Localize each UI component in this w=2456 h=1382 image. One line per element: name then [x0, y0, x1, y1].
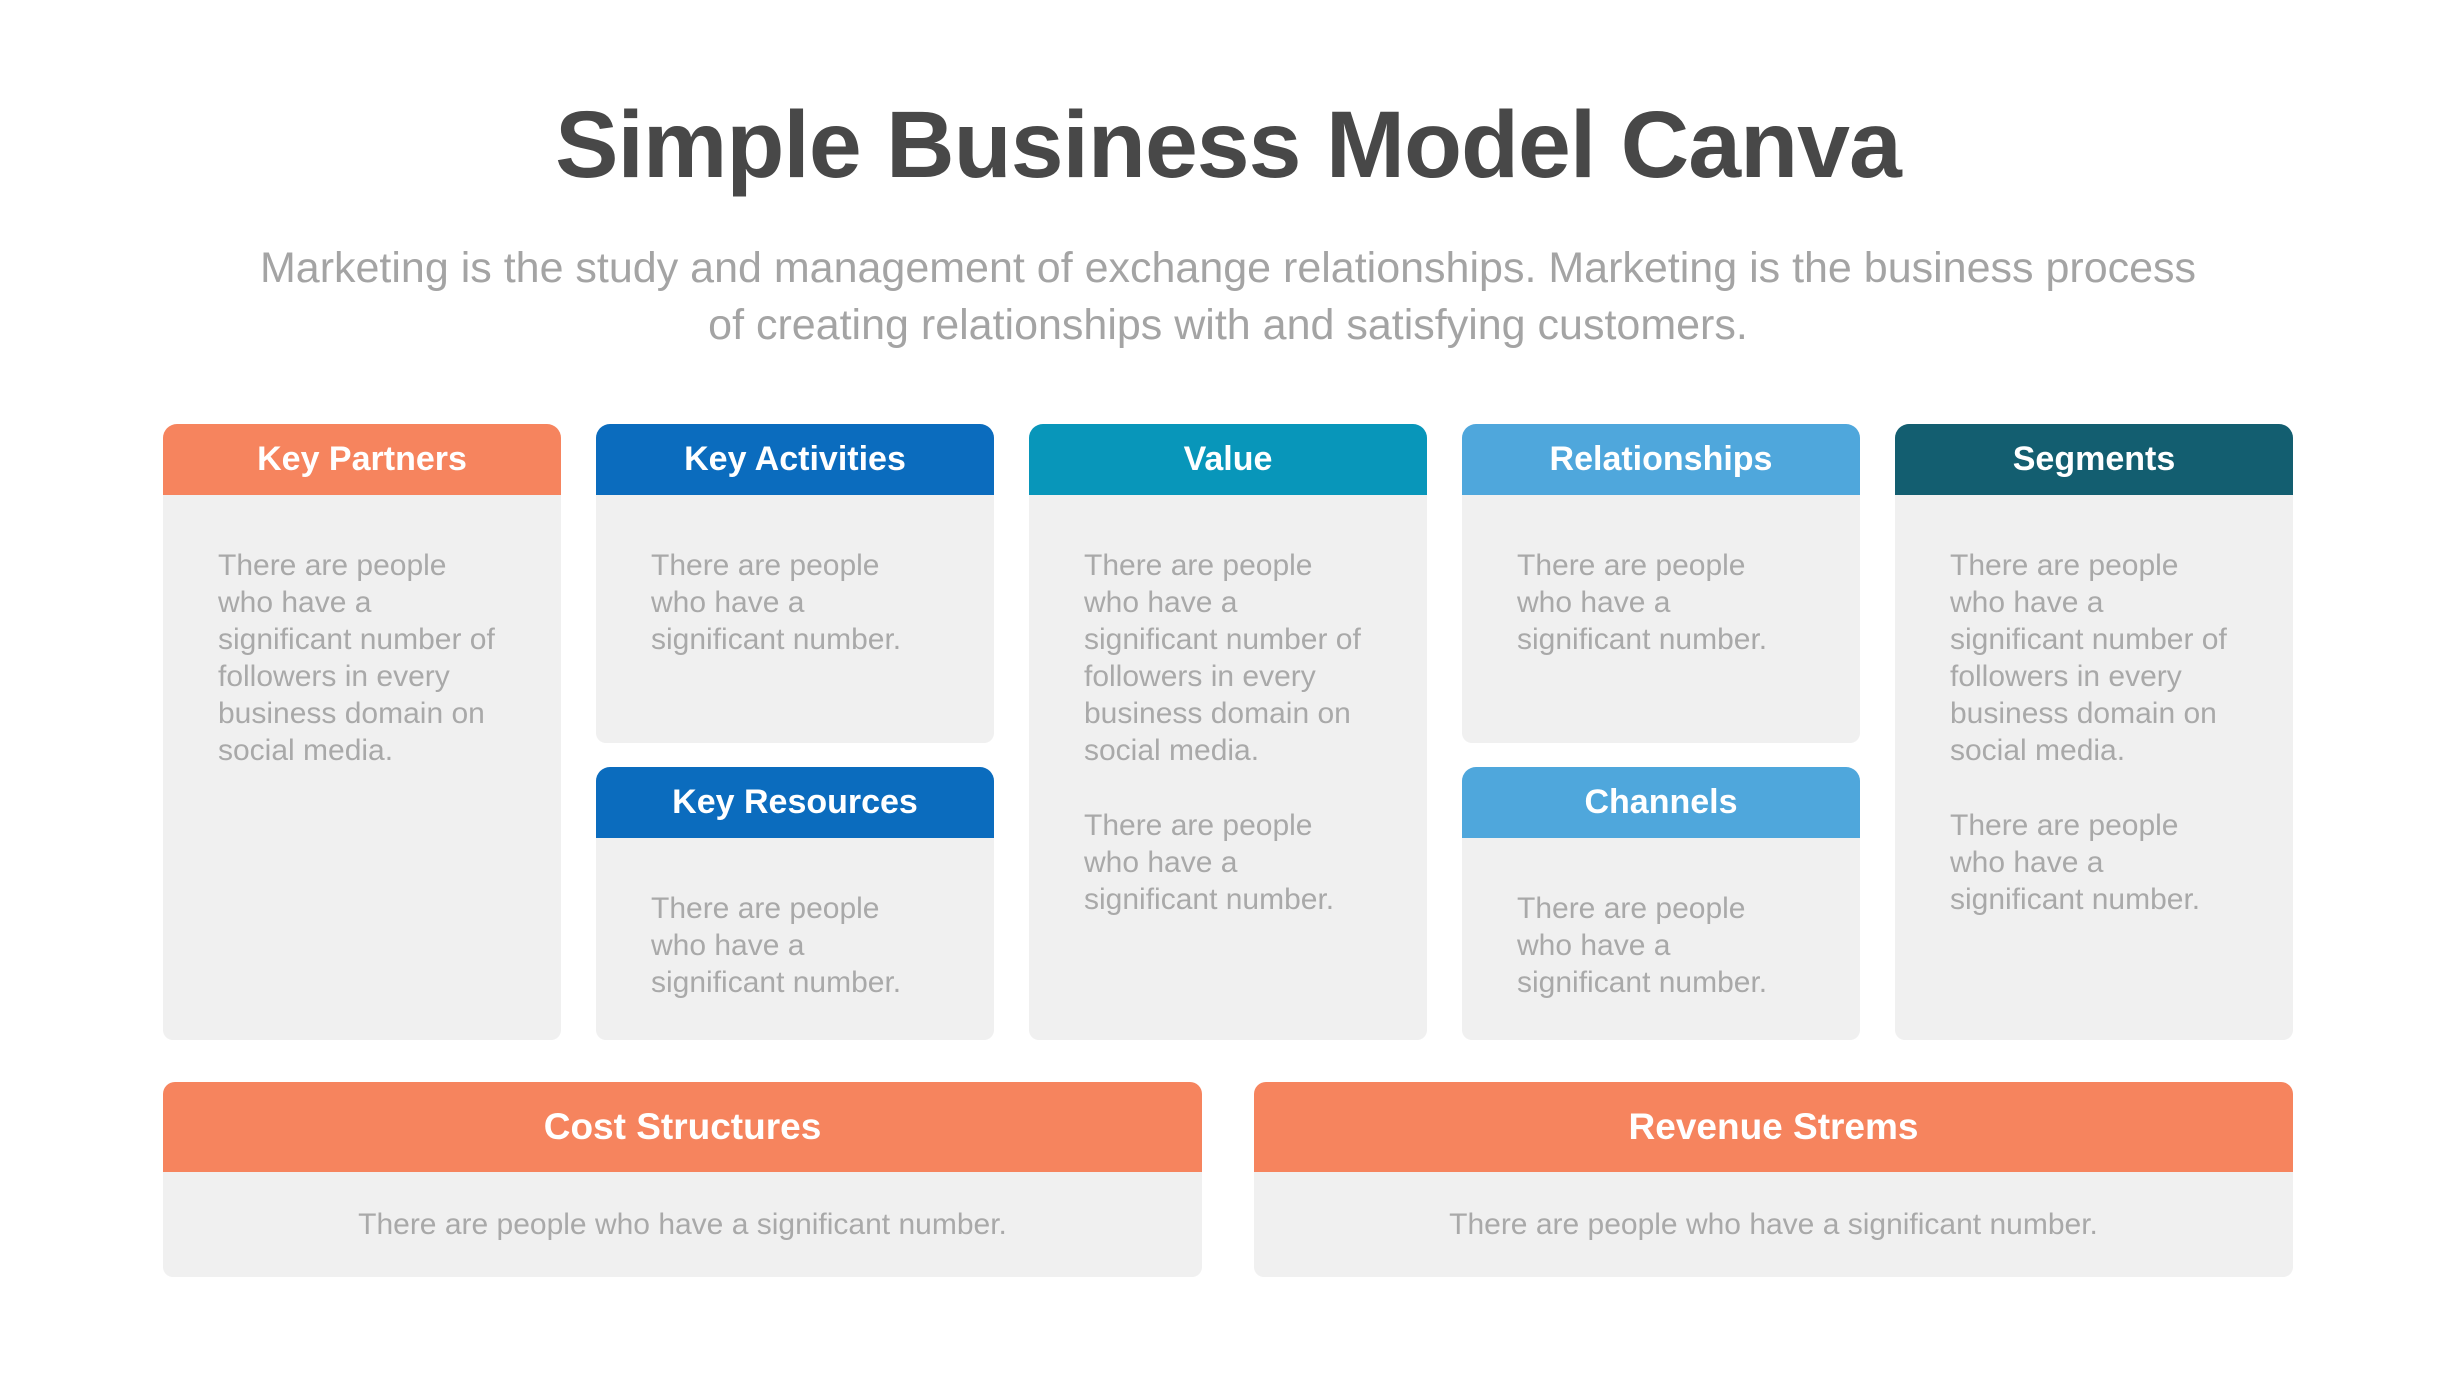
card-value-body: There are people who have a significant …	[1029, 495, 1427, 1040]
card-cost-structures-header: Cost Structures	[163, 1082, 1202, 1172]
card-segments-title: Segments	[2012, 440, 2176, 478]
bottom-row: Cost Structures There are people who hav…	[163, 1082, 2293, 1277]
card-key-partners-header: Key Partners	[163, 424, 561, 495]
card-relationships: Relationships There are people who have …	[1462, 424, 1860, 743]
card-revenue-streams-text: There are people who have a significant …	[1449, 1208, 2098, 1241]
card-relationships-header: Relationships	[1462, 424, 1860, 495]
card-key-partners-title: Key Partners	[257, 440, 467, 478]
card-revenue-streams-header: Revenue Strems	[1254, 1082, 2293, 1172]
card-revenue-streams-title: Revenue Strems	[1628, 1106, 1919, 1147]
column-key-activities-resources: Key Activities There are people who have…	[596, 424, 994, 1040]
card-channels-body: There are people who have a significant …	[1462, 838, 1860, 1040]
card-value-text-2: There are people who have a significant …	[1084, 809, 1335, 916]
card-segments-text-1: There are people who have a significant …	[1950, 549, 2227, 767]
card-segments-text-2: There are people who have a significant …	[1950, 809, 2201, 916]
card-channels-title: Channels	[1584, 783, 1738, 821]
card-key-partners: Key Partners There are people who have a…	[163, 424, 561, 1040]
card-cost-structures-title: Cost Structures	[543, 1106, 822, 1147]
card-revenue-streams: Revenue Strems There are people who have…	[1254, 1082, 2293, 1277]
card-key-activities-text: There are people who have a significant …	[651, 549, 902, 656]
card-value: Value There are people who have a signif…	[1029, 424, 1427, 1040]
card-key-resources: Key Resources There are people who have …	[596, 767, 994, 1040]
column-segments: Segments There are people who have a sig…	[1895, 424, 2293, 1040]
card-key-resources-header: Key Resources	[596, 767, 994, 838]
card-value-header: Value	[1029, 424, 1427, 495]
card-cost-structures: Cost Structures There are people who hav…	[163, 1082, 1202, 1277]
card-value-title: Value	[1183, 440, 1273, 478]
card-key-activities-header: Key Activities	[596, 424, 994, 495]
card-value-text-1: There are people who have a significant …	[1084, 549, 1361, 767]
column-value: Value There are people who have a signif…	[1029, 424, 1427, 1040]
column-relationships-channels: Relationships There are people who have …	[1462, 424, 1860, 1040]
card-key-partners-text: There are people who have a significant …	[218, 549, 495, 767]
card-relationships-text: There are people who have a significant …	[1517, 549, 1768, 656]
card-channels-text: There are people who have a significant …	[1517, 892, 1768, 999]
card-segments-body: There are people who have a significant …	[1895, 495, 2293, 1040]
canvas-grid: Key Partners There are people who have a…	[163, 424, 2293, 1040]
card-segments: Segments There are people who have a sig…	[1895, 424, 2293, 1040]
card-relationships-title: Relationships	[1549, 440, 1773, 478]
card-cost-structures-text: There are people who have a significant …	[358, 1208, 1007, 1241]
card-key-activities-title: Key Activities	[684, 440, 906, 478]
card-key-resources-body: There are people who have a significant …	[596, 838, 994, 1040]
card-channels: Channels There are people who have a sig…	[1462, 767, 1860, 1040]
card-key-activities-body: There are people who have a significant …	[596, 495, 994, 743]
card-relationships-body: There are people who have a significant …	[1462, 495, 1860, 743]
column-key-partners: Key Partners There are people who have a…	[163, 424, 561, 1040]
card-segments-header: Segments	[1895, 424, 2293, 495]
card-channels-header: Channels	[1462, 767, 1860, 838]
card-key-partners-body: There are people who have a significant …	[163, 495, 561, 1040]
card-key-activities: Key Activities There are people who have…	[596, 424, 994, 743]
card-key-resources-text: There are people who have a significant …	[651, 892, 902, 999]
page-title: Simple Business Model Canva	[555, 92, 1902, 198]
card-revenue-streams-body: There are people who have a significant …	[1254, 1172, 2293, 1277]
card-key-resources-title: Key Resources	[672, 783, 918, 821]
card-cost-structures-body: There are people who have a significant …	[163, 1172, 1202, 1277]
page-subtitle: Marketing is the study and management of…	[259, 244, 2197, 349]
